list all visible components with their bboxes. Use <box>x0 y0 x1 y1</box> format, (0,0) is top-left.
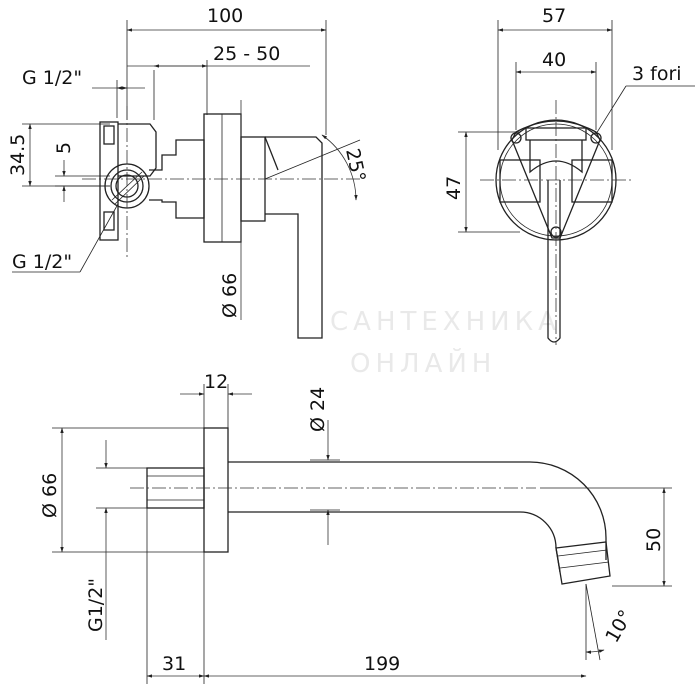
dim-lever-angle: 25° <box>341 146 370 184</box>
label-holes: 3 fori <box>632 63 682 85</box>
dim-inlet-thread-top: G 1/2" <box>22 67 82 89</box>
dim-hole-spacing: 40 <box>542 49 566 71</box>
dim-outlet-angle: 10° <box>601 606 637 646</box>
dim-front-height: 47 <box>443 176 465 200</box>
dim-insertion-range: 25 - 50 <box>213 43 280 65</box>
dim-spout-diameter: Ø 24 <box>307 387 329 432</box>
dim-overall-length: 100 <box>207 5 243 27</box>
side-view-mixer: 100 25 - 50 G 1/2" 34.5 5 <box>7 5 370 339</box>
dim-overall-width: 57 <box>542 5 566 27</box>
watermark: САНТЕХНИКА ОНЛАЙН <box>330 307 561 379</box>
watermark-line2: ОНЛАЙН <box>350 347 496 379</box>
dim-drop: 50 <box>643 528 665 552</box>
dim-plate-diameter-spout: Ø 66 <box>39 473 61 518</box>
front-view-mixer: 57 40 47 3 fori <box>443 5 695 345</box>
dim-offset: 5 <box>53 142 75 154</box>
dim-plate-thickness: 12 <box>204 371 228 393</box>
dim-spout-length: 199 <box>364 653 400 675</box>
dim-inlet-thread-spout: G1/2" <box>85 578 107 632</box>
dim-inlet-thread-bottom: G 1/2" <box>12 251 72 273</box>
spout-view: 12 Ø 24 Ø 66 G1/2" <box>39 371 672 684</box>
watermark-line1: САНТЕХНИКА <box>330 307 561 337</box>
dim-height: 34.5 <box>7 134 29 176</box>
dim-plate-diameter-side: Ø 66 <box>219 273 241 318</box>
dim-connector-length: 31 <box>162 653 186 675</box>
